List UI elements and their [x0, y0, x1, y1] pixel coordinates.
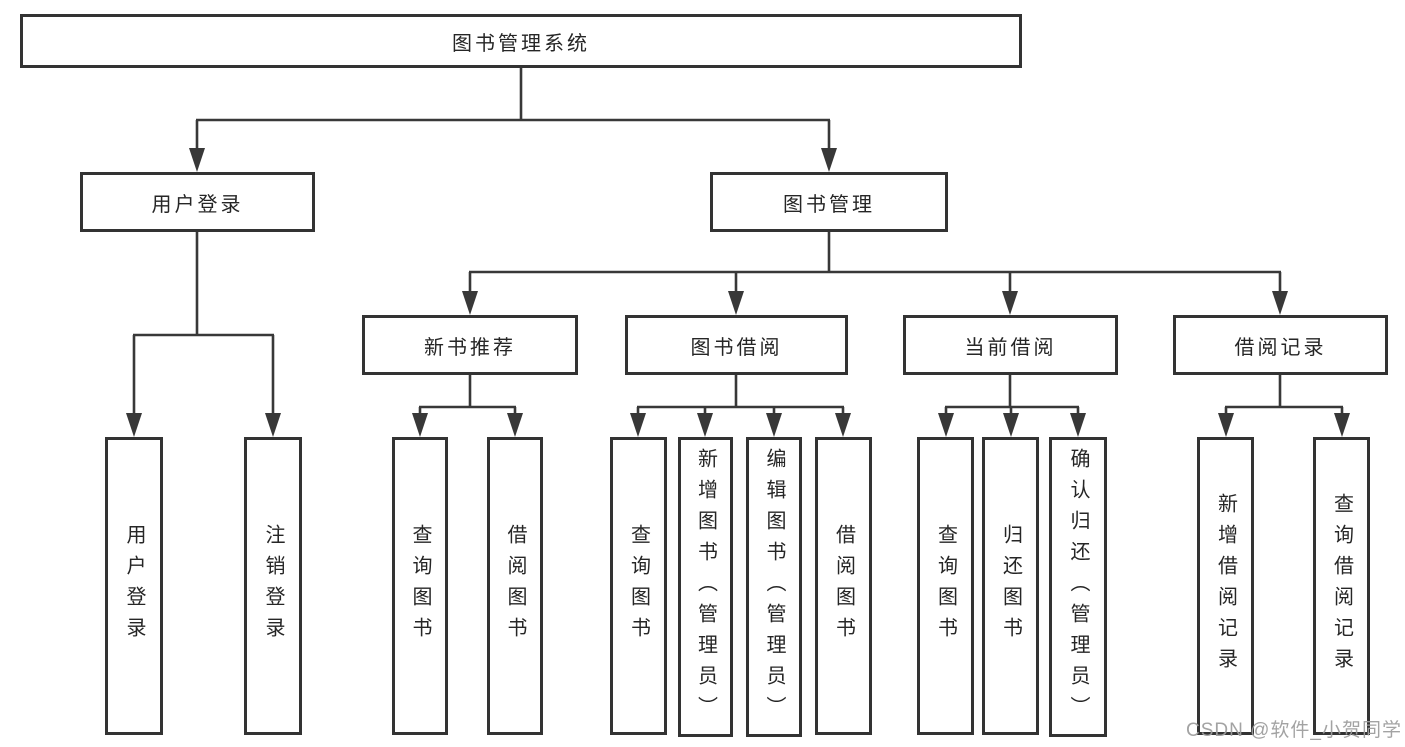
connector-book-management-to-level3 — [462, 231, 1288, 315]
node-label: 借阅图书 — [504, 524, 526, 648]
leaf-query-books-2: 查询图书 — [610, 437, 667, 735]
csdn-watermark: CSDN @软件_小贺同学 — [1186, 720, 1402, 741]
node-label: 归还图书 — [999, 524, 1022, 648]
node-label: 新增借阅记录 — [1214, 493, 1237, 679]
node-label: 图书管理 — [783, 193, 875, 216]
node-label: 新增图书（管理员） — [694, 447, 717, 727]
node-label: 查询图书 — [627, 524, 650, 648]
node-label: 图书借阅 — [690, 336, 783, 359]
node-label: 查询图书 — [409, 524, 431, 648]
node-label: 编辑图书（管理员） — [763, 447, 785, 727]
connector-borrow-records-to-leaves — [1218, 374, 1350, 437]
connector-current-borrow-to-leaves — [938, 374, 1086, 437]
node-current-borrow: 当前借阅 — [903, 315, 1118, 375]
connector-user-login-to-leaves — [126, 231, 281, 437]
node-library-management-system: 图书管理系统 — [20, 14, 1022, 68]
node-user-login-branch: 用户登录 — [80, 172, 315, 232]
leaf-confirm-return-admin: 确认归还（管理员） — [1049, 437, 1107, 737]
node-book-borrow: 图书借阅 — [625, 315, 848, 375]
node-label: 查询借阅记录 — [1330, 493, 1353, 679]
leaf-borrow-books-2: 借阅图书 — [815, 437, 872, 735]
leaf-edit-books-admin: 编辑图书（管理员） — [746, 437, 802, 737]
node-borrow-records: 借阅记录 — [1173, 315, 1388, 375]
node-label: 图书管理系统 — [452, 32, 590, 55]
node-label: 当前借阅 — [964, 336, 1057, 359]
leaf-query-books-3: 查询图书 — [917, 437, 974, 735]
connector-book-borrow-to-leaves — [630, 374, 851, 437]
node-label: 用户登录 — [151, 193, 244, 216]
leaf-query-borrow-record: 查询借阅记录 — [1313, 437, 1370, 735]
connector-root-to-level2 — [189, 67, 837, 172]
leaf-user-login: 用户登录 — [105, 437, 163, 735]
node-label: 注销登录 — [262, 524, 284, 648]
node-label: 新书推荐 — [424, 336, 516, 359]
node-label: 查询图书 — [934, 524, 957, 648]
leaf-add-borrow-record: 新增借阅记录 — [1197, 437, 1254, 735]
leaf-borrow-books-1: 借阅图书 — [487, 437, 543, 735]
node-label: 借阅记录 — [1234, 336, 1327, 359]
leaf-query-books-1: 查询图书 — [392, 437, 448, 735]
leaf-add-books-admin: 新增图书（管理员） — [678, 437, 733, 737]
node-book-management: 图书管理 — [710, 172, 948, 232]
connector-new-book-recommend-to-leaves — [412, 374, 523, 437]
node-label: 确认归还（管理员） — [1067, 447, 1089, 727]
leaf-return-books: 归还图书 — [982, 437, 1039, 735]
node-new-book-recommend: 新书推荐 — [362, 315, 578, 375]
node-label: 用户登录 — [123, 524, 145, 648]
node-label: 借阅图书 — [832, 524, 855, 648]
leaf-logout: 注销登录 — [244, 437, 302, 735]
